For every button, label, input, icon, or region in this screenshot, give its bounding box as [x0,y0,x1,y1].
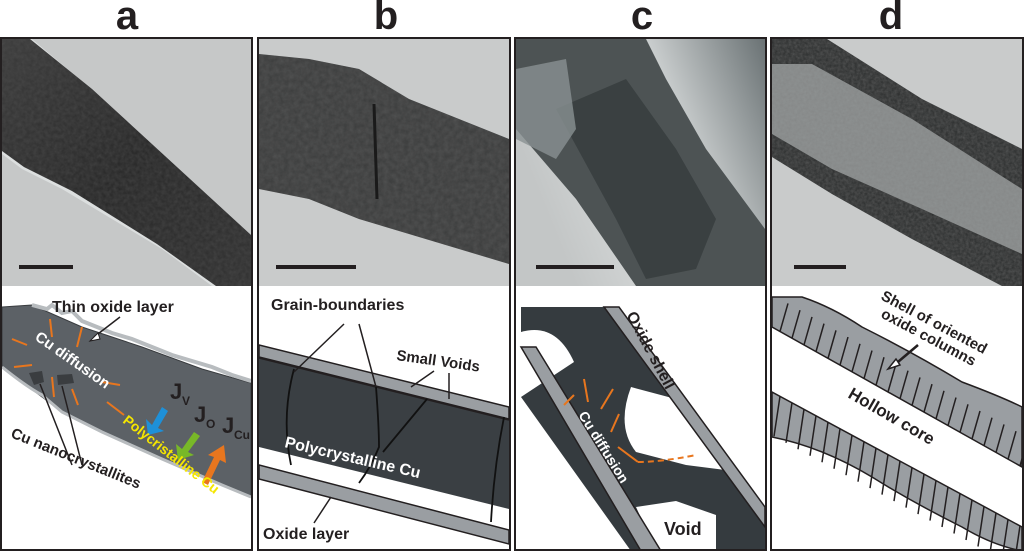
flux-arrow-cu [202,445,226,485]
oxide-column-divider [773,396,781,437]
void-label: Void [664,519,702,539]
flux-arrow-v [146,407,168,435]
nanowire-core [259,345,509,509]
cu-grain [556,79,716,279]
nanocrystallite [29,371,44,385]
oxide-column-divider [989,512,997,549]
oxide-column-divider [833,428,841,469]
oxide-column-divider [887,363,897,393]
grain-boundaries-label: Grain-boundaries [271,297,404,314]
nanocrystallite [57,374,74,385]
tem-image-d [772,39,1022,286]
scale-bar [19,265,73,269]
oxide-column-divider [791,309,801,339]
oxide-column-divider [899,370,909,399]
oxide-column-divider [917,473,925,515]
oxide-layer-label: Oxide layer [263,526,349,543]
oxide-column-divider [923,383,933,413]
oxide-column-divider [839,336,849,366]
tem-image-a [2,39,251,286]
scale-bar [794,265,846,269]
oxide-column-divider [983,417,993,446]
oxide-column-divider [785,402,793,443]
thin-oxide-layer [31,302,251,383]
oxide-column-divider [971,410,981,440]
oxide-column-divider [815,323,825,352]
small-voids-label: Small Voids [395,347,480,376]
panel-label-c: c [630,0,654,38]
oxide-column-divider [779,303,789,332]
oxide-column-divider [1015,525,1021,549]
oxide-column-divider [965,499,973,541]
oxide-column-divider [1002,519,1009,549]
tem-image-c [516,39,765,286]
flux-sub-o: O [206,417,215,431]
oxide-column-divider [851,343,861,373]
schematic-b: Grain-boundaries Small Voids Polycrystal… [259,297,509,545]
oxide-column-divider [797,409,805,450]
oxide-column-divider [857,441,865,482]
oxide-column-divider [1007,430,1017,460]
oxide-column-divider [821,422,829,463]
scale-bar [536,265,614,269]
panel-label-b: b [373,0,399,38]
oxide-column-divider [803,316,813,346]
grain-boundaries [285,368,505,523]
oxide-column-divider [1019,456,1022,467]
oxide-column-divider [827,330,837,359]
oxide-column-divider [941,486,949,528]
oxide-shell-bottom [772,391,1022,549]
oxide-layer-top [259,344,509,420]
oxide-column-divider [995,424,1005,453]
oxide-column-divider [953,493,961,534]
cu-diffusion-arrows [563,378,697,463]
oxide-column-divider [977,506,985,547]
panel-a: Thin oxide layer Cu diffusion J V J O J … [0,37,253,551]
panel-label-d: d [878,0,904,38]
oxide-column-divider [929,480,937,521]
panel-d: Shell of oriented oxide columns Hollow c… [770,37,1024,551]
oxide-column-divider [893,461,901,502]
oxide-column-divider [881,454,889,495]
panel-b: Grain-boundaries Small Voids Polycrystal… [257,37,511,551]
schematic-d: Shell of oriented oxide columns Hollow c… [772,288,1022,549]
oxide-shell-left [519,346,661,549]
flux-symbol-o: J [194,402,206,427]
schematic-a: Thin oxide layer Cu diffusion J V J O J … [2,299,251,517]
oxide-column-divider [935,390,945,420]
flux-sub-v: V [182,394,190,408]
cu-diffusion-arrows [11,318,125,416]
oxide-column-divider [959,404,969,433]
oxide-column-divider [845,435,853,476]
flux-sub-cu: Cu [234,428,250,442]
panel-label-a: a [115,0,139,38]
panel-c: Oxide shell Cu diffusion Void [514,37,767,551]
flux-symbol-v: J [170,379,182,404]
flux-symbol-cu: J [222,413,234,438]
oxide-column-divider [947,397,957,426]
scale-bar [276,265,356,269]
oxide-column-divider [863,350,873,379]
oxide-columns [773,303,1022,549]
oxide-layer-bottom [259,464,509,545]
oxide-column-divider [869,448,877,489]
oxide-column-divider [809,415,817,456]
thin-oxide-label: Thin oxide layer [52,299,174,316]
oxide-column-divider [875,357,885,386]
flux-arrow-o [176,432,200,460]
oxide-column-divider [905,467,913,508]
oxide-shell-top [772,296,1022,468]
tem-image-b [259,39,509,286]
schematic-c: Oxide shell Cu diffusion Void [519,306,765,549]
oxide-shell-right [602,306,765,529]
oxide-column-divider [911,377,921,406]
